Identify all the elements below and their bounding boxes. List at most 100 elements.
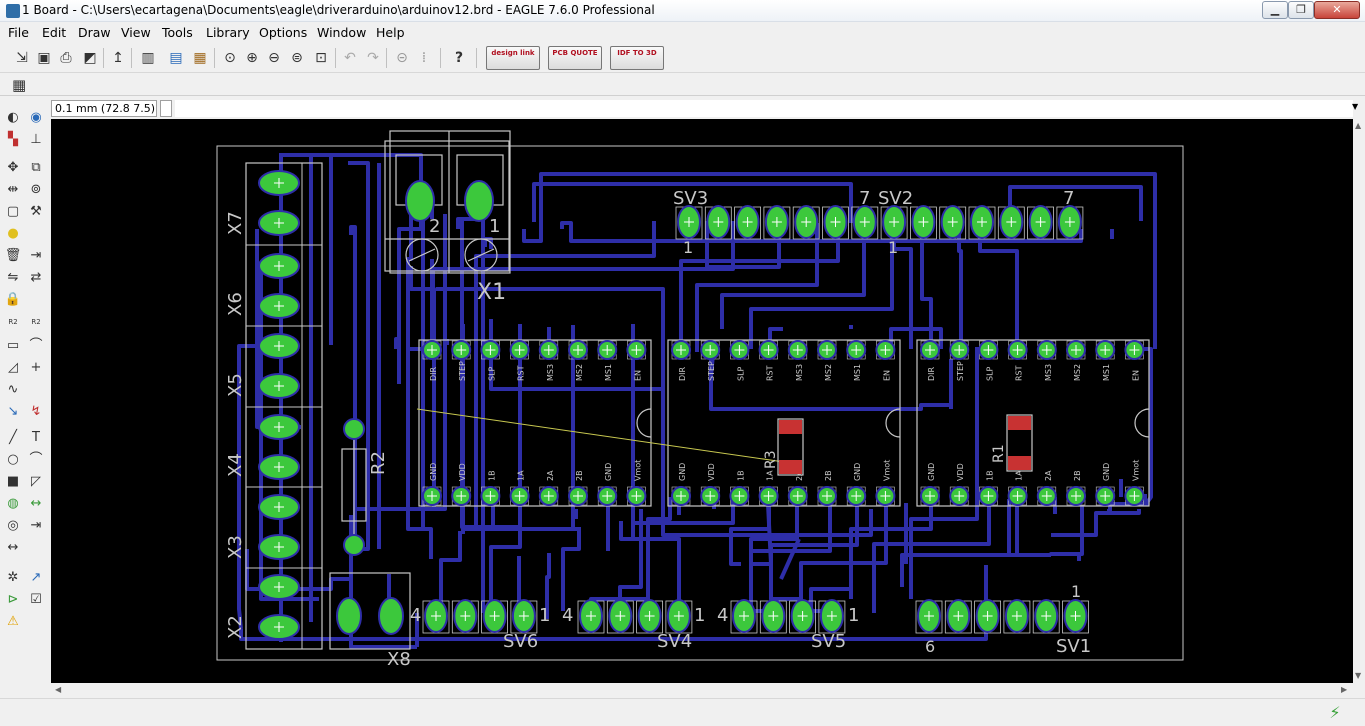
close-button[interactable]: ✕ — [1314, 1, 1360, 19]
driver-pin-label: GND — [927, 463, 936, 481]
ripup-icon[interactable]: ↯ — [30, 404, 42, 419]
mirror-icon[interactable]: ⇹ — [7, 182, 19, 197]
vertical-scrollbar[interactable]: ▲ ▼ — [1353, 119, 1365, 683]
driver-pin-label: DIR — [927, 366, 936, 381]
minimize-button[interactable]: ▁ — [1262, 1, 1288, 19]
connector-label-x7: X7 — [225, 211, 246, 235]
menu-draw[interactable]: Draw — [78, 25, 111, 40]
menu-file[interactable]: File — [8, 25, 29, 40]
driver-pin-label: 1B — [487, 470, 496, 481]
board-canvas[interactable]: X7 X6 X5 X4 X3 X2 2 1 X1 R2 — [51, 119, 1353, 683]
maximize-button[interactable]: ❐ — [1288, 1, 1314, 19]
idf-to-3d-button[interactable]: IDF TO 3D — [610, 46, 664, 70]
lightning-icon[interactable]: ⚡ — [1329, 703, 1341, 722]
driver-pin-label: Vmot — [882, 460, 891, 481]
menu-help[interactable]: Help — [376, 25, 405, 40]
script-icon[interactable]: ↥ — [112, 50, 124, 66]
smash-icon[interactable]: ▭ — [6, 338, 20, 353]
open-icon[interactable]: ⇲ — [16, 50, 28, 66]
mark-icon[interactable]: ⊥ — [30, 132, 42, 147]
sv3-pin-first: 1 — [683, 238, 693, 257]
menu-view[interactable]: View — [121, 25, 151, 40]
undo-icon[interactable]: ↶ — [344, 50, 356, 66]
dimension-icon[interactable]: ↔ — [7, 540, 19, 555]
help-icon[interactable]: ? — [449, 48, 469, 68]
change-icon[interactable]: ⚒ — [30, 204, 42, 219]
redo-icon[interactable]: ↷ — [367, 50, 379, 66]
polygon-icon[interactable]: ◸ — [31, 474, 41, 489]
ratsnest-icon[interactable]: ✲ — [7, 570, 19, 585]
pcb-quote-button[interactable]: PCB QUOTE — [548, 46, 602, 70]
lock-icon[interactable]: 🔒 — [4, 292, 22, 307]
rotate-icon[interactable]: ⊚ — [30, 182, 42, 197]
horizontal-scrollbar[interactable]: ◀ ▶ — [51, 683, 1353, 697]
hole-icon[interactable]: ◎ — [7, 518, 19, 533]
cam-processor-icon[interactable]: ◩ — [83, 50, 97, 66]
pcb-drawing[interactable]: X7 X6 X5 X4 X3 X2 2 1 X1 R2 — [51, 119, 1353, 683]
driver-pin-label: 2B — [575, 470, 584, 481]
menu-options[interactable]: Options — [259, 25, 308, 40]
design-link-button[interactable]: design link — [486, 46, 540, 70]
scroll-down-icon[interactable]: ▼ — [1355, 671, 1362, 680]
wire-icon[interactable]: ╱ — [9, 430, 17, 445]
move-icon[interactable]: ✥ — [7, 160, 19, 175]
text-icon[interactable]: T — [32, 430, 40, 445]
menu-edit[interactable]: Edit — [42, 25, 67, 40]
replace-icon[interactable]: ⇋ — [7, 270, 19, 285]
drc-icon[interactable]: ☑ — [30, 592, 42, 607]
split-icon[interactable]: ◿ — [8, 360, 18, 375]
add-icon[interactable]: ⇥ — [30, 248, 42, 263]
route-icon[interactable]: ↘ — [7, 404, 19, 419]
stop-icon[interactable]: ⊝ — [396, 50, 408, 66]
group-icon[interactable]: ▢ — [6, 204, 20, 219]
show-icon[interactable]: ◉ — [30, 110, 42, 125]
pinswap-icon[interactable]: ⇄ — [30, 270, 42, 285]
erc-icon[interactable]: ⊳ — [7, 592, 19, 607]
autorouter-icon[interactable]: ↗ — [30, 570, 42, 585]
arc-icon[interactable]: ⌒ — [29, 452, 43, 467]
x1-pad-2 — [405, 180, 435, 222]
scroll-left-icon[interactable]: ◀ — [55, 685, 62, 694]
copy-icon[interactable]: ⧉ — [31, 160, 41, 175]
scroll-right-icon[interactable]: ▶ — [1341, 685, 1348, 694]
go-icon[interactable]: ⁞ — [421, 50, 427, 66]
resistor-r3: R3 — [763, 418, 804, 476]
grid-icon[interactable]: ▦ — [12, 76, 27, 94]
sv2-pin-last: 7 — [1063, 188, 1074, 209]
schematic-icon[interactable]: ▤ — [169, 50, 183, 66]
via-icon[interactable]: ◍ — [7, 496, 19, 511]
menu-library[interactable]: Library — [206, 25, 250, 40]
display-icon[interactable]: ▚ — [8, 132, 18, 147]
zoom-out-icon[interactable]: ⊖ — [268, 50, 280, 66]
menu-tools[interactable]: Tools — [162, 25, 193, 40]
circle-icon[interactable]: ○ — [7, 452, 19, 467]
rect-icon[interactable]: ■ — [6, 474, 20, 489]
driver-notch — [885, 408, 901, 438]
command-input[interactable] — [175, 100, 1353, 117]
miter-icon[interactable]: ⌒ — [29, 338, 43, 353]
driver-pin-label: GND — [853, 463, 862, 481]
value-icon[interactable]: R2 — [31, 318, 41, 326]
warning-icon[interactable]: ⚠ — [7, 614, 19, 629]
zoom-redraw-icon[interactable]: ⊜ — [291, 50, 303, 66]
zoom-select-icon[interactable]: ⊡ — [315, 50, 327, 66]
optimize-icon[interactable]: + — [30, 360, 42, 375]
attribute-icon[interactable]: ⇥ — [30, 518, 42, 533]
zoom-fit-icon[interactable]: ⊙ — [224, 50, 236, 66]
chevron-down-icon[interactable]: ▼ — [1352, 102, 1359, 111]
scroll-up-icon[interactable]: ▲ — [1355, 121, 1362, 130]
info-icon[interactable]: ◐ — [7, 110, 19, 125]
print-icon[interactable]: ⎙ — [60, 50, 72, 66]
paste-icon[interactable]: ● — [7, 226, 19, 241]
zoom-in-icon[interactable]: ⊕ — [246, 50, 258, 66]
signal-icon[interactable]: ↔ — [30, 496, 42, 511]
name-icon[interactable]: R2 — [8, 318, 18, 326]
board-icon[interactable]: ▥ — [141, 50, 155, 66]
driver-pin-label: 1B — [985, 470, 994, 481]
driver-pin-label: VDD — [458, 463, 467, 481]
meander-icon[interactable]: ∿ — [7, 382, 19, 397]
menu-window[interactable]: Window — [317, 25, 367, 40]
save-icon[interactable]: ▣ — [37, 50, 51, 66]
delete-icon[interactable]: 🗑 — [4, 248, 22, 263]
library-icon[interactable]: ▦ — [193, 50, 207, 66]
